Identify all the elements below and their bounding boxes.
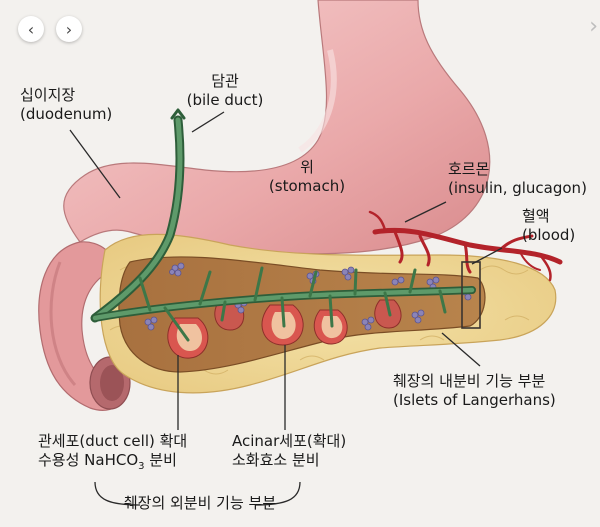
chevron-left-icon: ‹ [27, 19, 35, 39]
label-bile-duct: 담관 (bile duct) [186, 72, 264, 109]
next-arrow-button[interactable]: › [56, 16, 82, 42]
leader-lines [69, 111, 503, 506]
islet-highlight-box [461, 261, 481, 329]
pancreas-cross-section [118, 256, 486, 373]
stomach-shape [63, 0, 491, 255]
label-blood: 혈액 (blood) [522, 207, 576, 244]
blood-vessels [368, 210, 563, 282]
edge-chevron-right-icon[interactable]: › [589, 14, 598, 39]
chevron-right-icon: › [65, 19, 73, 39]
label-nahco3: 수용성 NaHCO3 분비 [38, 451, 177, 472]
label-islets: 췌장의 내분비 기능 부분 (Islets of Langerhans) [393, 372, 556, 409]
label-exocrine: 췌장의 외분비 기능 부분 [123, 494, 277, 512]
prev-arrow-button[interactable]: ‹ [18, 16, 44, 42]
label-stomach: 위 (stomach) [268, 158, 346, 195]
duct-system [90, 108, 476, 342]
label-duct-cell: 관세포(duct cell) 확대 수용성 NaHCO3 분비 [38, 432, 187, 476]
label-duodenum: 십이지장 (duodenum) [20, 86, 113, 123]
label-hormone: 호르몬 (insulin, glucagon) [448, 160, 587, 197]
label-acinar: Acinar세포(확대) 소화효소 분비 [232, 432, 347, 469]
